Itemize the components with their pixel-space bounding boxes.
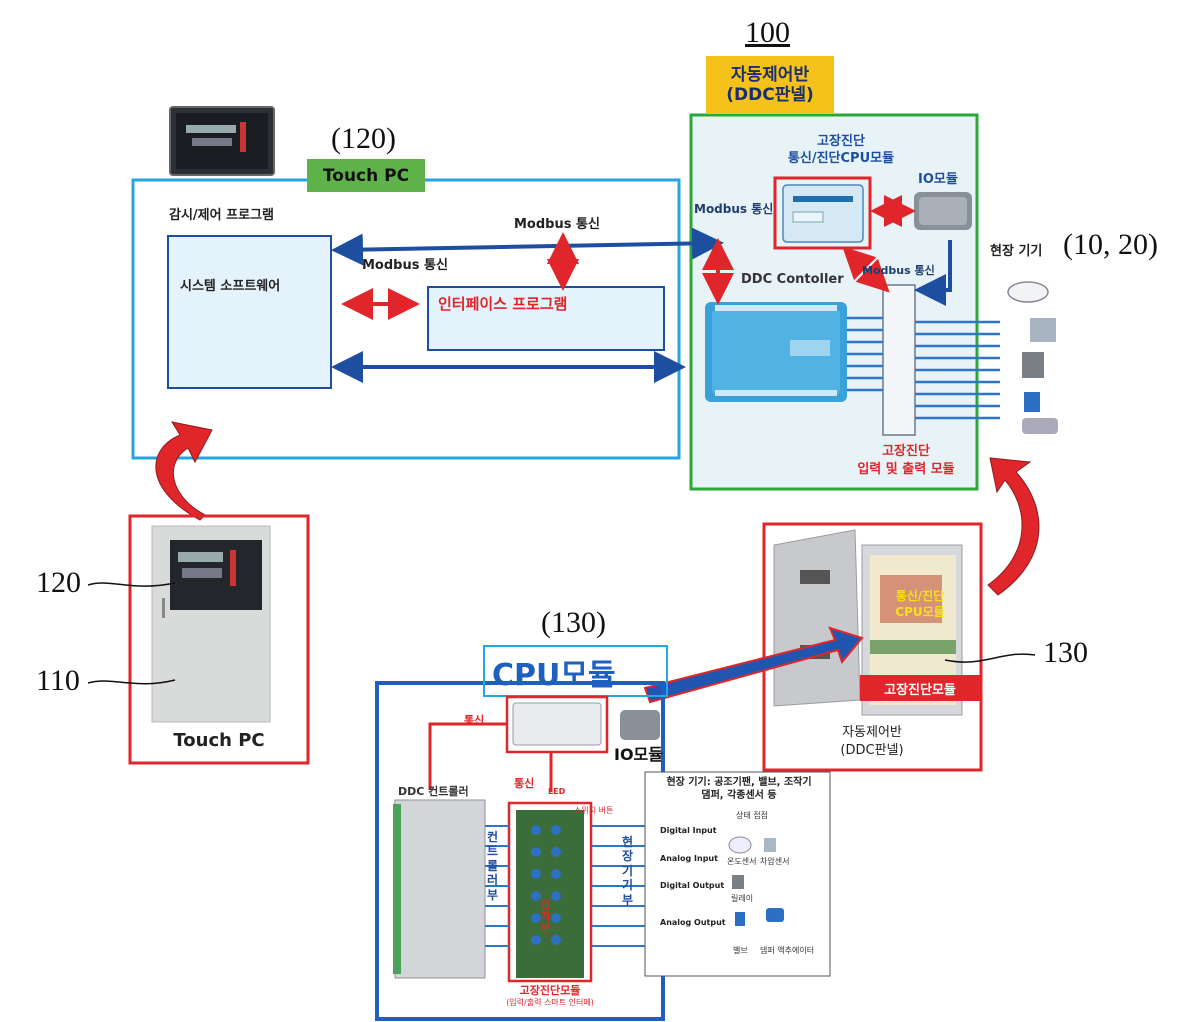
io-module-label: IO모듈 [918,168,958,187]
detect-vertical-label: 감지부 [541,900,553,936]
ref-100: 100 [745,16,790,50]
ref-130-top: (130) [541,606,606,640]
modbus-left-label: Modbus 통신 [694,200,773,217]
damper-label: 댐퍼 액추에이터 [760,945,814,956]
pressure-sensor-label: 차압센서 [760,856,789,867]
field-header-line2: 댐퍼, 각종센서 등 [650,789,828,802]
yellow-cpu-label-line1: 통신/진단 [884,589,956,605]
digital-input-label: Digital Input [660,826,717,835]
ddc-cabinet-caption: 자동제어반 (DDC판넬) [812,724,932,759]
ddc-panel-tag-line2: (DDC판넬) [726,85,814,105]
ddc-controller-kr-label: DDC 컨트롤러 [398,783,469,799]
io-module-device [914,192,972,230]
fault-cpu-label-line2: 통신/진단CPU모듈 [736,151,946,168]
fault-io-label-line2: 입력 및 출력 모듈 [836,461,976,479]
fault-cpu-label: 고장진단 통신/진단CPU모듈 [736,134,946,168]
monitor-program-label: 감시/제어 프로그램 [169,204,274,223]
fault-io-label-line1: 고장진단 [836,443,976,461]
io-module-bottom-label: IO모듈 [614,741,663,765]
analog-input-label: Analog Input [660,854,718,863]
fault-module-label: 고장진단모듈 [509,982,591,998]
ddc-controller-bottom [395,800,485,978]
controller-vertical-label: 컨트롤러부 [487,830,501,902]
fault-module-sub-label: (입력/출력 스마트 인터페) [496,997,604,1008]
yellow-cpu-label-line2: CPU모듈 [884,605,956,621]
modbus-lower-label: Modbus 통신 [862,262,935,278]
fault-module-tag: 고장진단모듈 [860,675,980,701]
analog-output-label: Analog Output [660,918,726,927]
touchpc-tag: Touch PC [307,159,425,192]
modbus-top-arrow [339,243,716,250]
field-devices-ref: (10, 20) [1063,228,1158,262]
modbus-mid-label: Modbus 통신 [362,254,448,273]
fault-cpu-label-line1: 고장진단 [736,134,946,151]
contact-label: 상태 접점 [736,810,768,821]
field-device-icons [1008,282,1058,434]
fault-io-terminal-block [883,285,915,435]
ddc-cabinet-caption-line2: (DDC판넬) [812,742,932,760]
ref-120-top: (120) [331,122,396,156]
valve-label: 밸브 [733,945,748,956]
system-software-box [168,236,331,388]
tongsin-mid-label: 통신 [514,775,534,791]
ref-130-right: 130 [1043,636,1088,670]
ddc-panel-tag: 자동제어반 (DDC판넬) [706,56,834,114]
ddc-panel-tag-line1: 자동제어반 [731,65,809,85]
ref-120-left: 120 [36,566,81,600]
system-software-label: 시스템 소프트웨어 [180,275,280,294]
temp-sensor-label: 온도센서 [727,856,756,867]
tongsin-top-label: 통신 [464,712,484,728]
switch-label: 스위치 버튼 [574,805,613,816]
ddc-cabinet-caption-line1: 자동제어반 [812,724,932,742]
field-vertical-label: 현장기기부 [622,835,636,907]
touchpc-caption: Touch PC [130,730,308,751]
ddc-controller-label: DDC Contoller [741,272,844,287]
digital-output-label: Digital Output [660,881,724,890]
yellow-cpu-label: 통신/진단 CPU모듈 [884,589,956,620]
field-devices-label: 현장 기기 [990,240,1042,259]
touchpc-monitor-icon [170,107,274,175]
ref-110-left: 110 [36,664,80,698]
fault-io-label: 고장진단 입력 및 출력 모듈 [836,443,976,478]
relay-label: 릴레이 [731,893,753,904]
curved-arrow-right [988,458,1039,595]
cpu-module-title: CPU모듈 [492,650,662,694]
field-header-line1: 현장 기기: 공조기팬, 밸브, 조작기 [650,776,828,789]
field-header: 현장 기기: 공조기팬, 밸브, 조작기 댐퍼, 각종센서 등 [650,776,828,802]
curved-arrow-left [156,422,212,520]
ddc-controller-device [705,302,847,402]
interface-program-label: 인터페이스 프로그램 [438,293,567,314]
led-label: LED [548,787,565,796]
modbus-top-label: Modbus 통신 [514,213,600,232]
